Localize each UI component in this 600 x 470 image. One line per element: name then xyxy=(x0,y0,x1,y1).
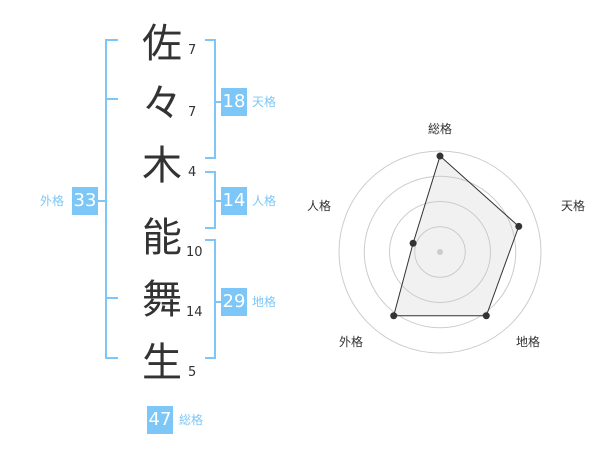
soukaku-value: 47 xyxy=(147,406,173,434)
radar-point-3 xyxy=(482,312,490,320)
radar-ring-3 xyxy=(363,175,517,329)
tenkaku-label: 天格 xyxy=(252,95,277,109)
name-char-2: 々 xyxy=(142,81,182,127)
gaikaku-label: 外格 xyxy=(40,194,65,208)
stroke-count-2: 7 xyxy=(188,105,197,120)
chikaku-label: 地格 xyxy=(252,295,277,309)
jinkaku-value: 14 xyxy=(221,187,247,215)
radar-ring-4 xyxy=(338,150,542,354)
stroke-count-5: 14 xyxy=(186,305,203,320)
radar-point-2 xyxy=(515,222,523,230)
radar-polygon xyxy=(393,155,520,317)
radar-axis-label-3: 地格 xyxy=(516,334,540,349)
radar-axis-label-1: 総格 xyxy=(428,121,452,136)
radar-point-1 xyxy=(436,152,444,160)
radar-axis-label-4: 外格 xyxy=(339,334,363,349)
name-char-3: 木 xyxy=(142,143,182,189)
stroke-count-1: 7 xyxy=(188,43,197,58)
name-char-5: 舞 xyxy=(142,277,182,323)
stroke-count-4: 10 xyxy=(186,245,203,260)
stroke-count-3: 4 xyxy=(188,165,197,180)
gaikaku-value: 33 xyxy=(72,187,98,215)
chikaku-value: 29 xyxy=(221,288,247,316)
radar-point-5 xyxy=(409,239,417,247)
radar-ring-2 xyxy=(389,201,491,303)
soukaku-label: 総格 xyxy=(179,413,204,427)
tenkaku-bracket xyxy=(205,39,216,159)
chikaku-bracket xyxy=(205,239,216,359)
stroke-count-6: 5 xyxy=(188,365,197,380)
name-char-6: 生 xyxy=(142,340,182,386)
radar-center xyxy=(437,249,443,255)
name-char-1: 佐 xyxy=(142,21,182,67)
radar-ring-1 xyxy=(414,226,466,278)
tenkaku-value: 18 xyxy=(221,88,247,116)
jinkaku-label: 人格 xyxy=(252,194,277,208)
radar-axis-label-2: 天格 xyxy=(561,198,585,213)
radar-axis-label-5: 人格 xyxy=(307,198,331,213)
radar-point-4 xyxy=(390,312,398,320)
name-char-4: 能 xyxy=(142,215,182,261)
gaikaku-bracket xyxy=(105,39,118,359)
